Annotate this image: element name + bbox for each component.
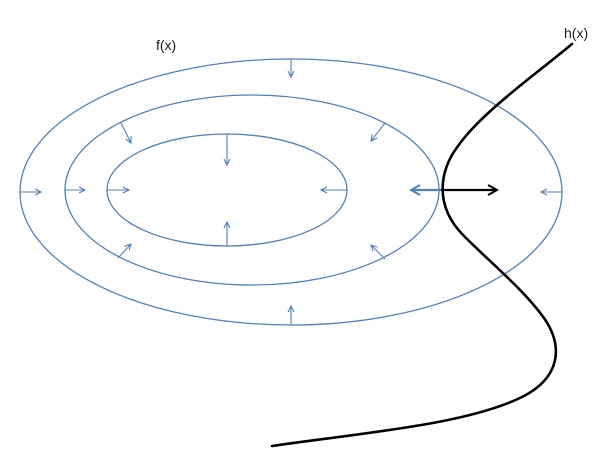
contour-lines xyxy=(19,58,563,326)
gradient-arrow xyxy=(117,244,131,259)
constraint-label: h(x) xyxy=(564,25,588,41)
constraint-curve xyxy=(270,42,574,448)
gradient-arrows xyxy=(20,59,562,325)
gradient-arrow xyxy=(120,122,131,143)
gradient-arrow xyxy=(371,122,386,141)
objective-label: f(x) xyxy=(156,37,176,53)
outer-contour xyxy=(19,58,563,326)
gradient-arrow xyxy=(371,245,386,260)
